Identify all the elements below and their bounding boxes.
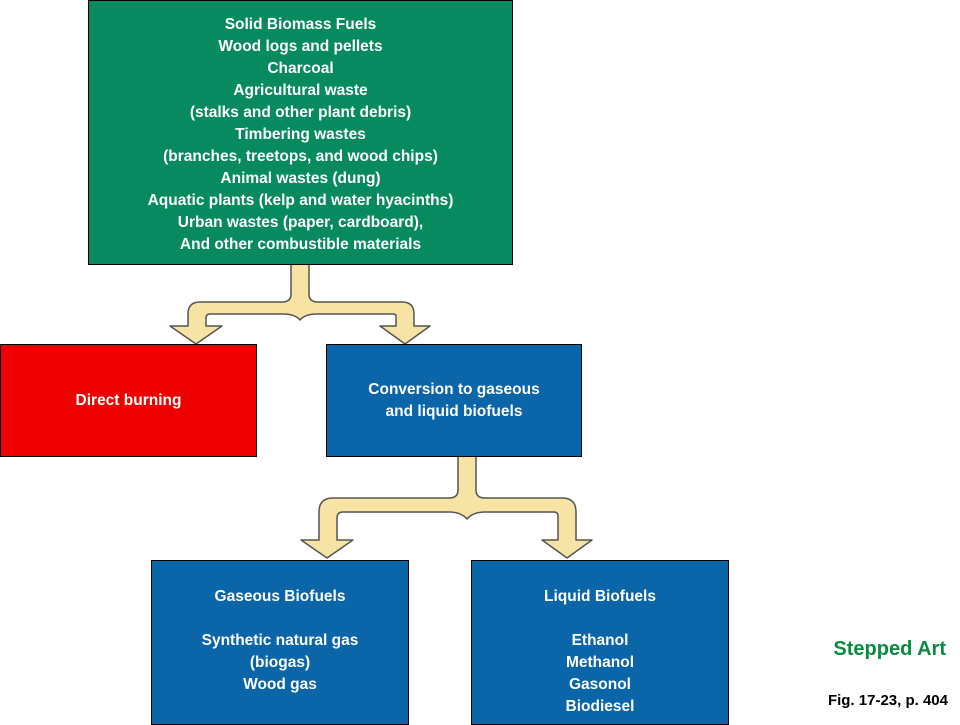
source-line: (stalks and other plant debris) — [189, 103, 412, 121]
solid-biomass-fuels-box: Solid Biomass Fuels Wood logs and pellet… — [88, 0, 513, 265]
gaseous-item: Synthetic natural gas — [201, 632, 359, 649]
conversion-line: and liquid biofuels — [385, 402, 523, 420]
split-arrow-upper — [169, 263, 431, 345]
liquid-item: Ethanol — [571, 632, 629, 649]
source-line: Charcoal — [267, 59, 334, 77]
liquid-title: Liquid Biofuels — [544, 588, 656, 605]
liquid-item: Methanol — [565, 654, 635, 671]
gaseous-title: Gaseous Biofuels — [214, 588, 346, 605]
source-line: Timbering wastes — [235, 125, 366, 143]
source-line: (branches, treetops, and wood chips) — [163, 147, 438, 165]
source-line: Urban wastes (paper, cardboard), — [177, 213, 424, 231]
source-line: Agricultural waste — [233, 81, 368, 99]
direct-burning-box: Direct burning — [0, 344, 257, 457]
stepped-art-label: Stepped Art — [833, 638, 946, 660]
source-line: Wood logs and pellets — [218, 37, 383, 55]
gaseous-item: (biogas) — [249, 654, 311, 671]
source-line: And other combustible materials — [179, 235, 422, 253]
split-arrow-lower — [300, 455, 593, 559]
gaseous-biofuels-box: Gaseous Biofuels Synthetic natural gas (… — [151, 560, 409, 725]
liquid-biofuels-box: Liquid Biofuels Ethanol Methanol Gasonol… — [471, 560, 729, 725]
liquid-item: Biodiesel — [565, 698, 635, 715]
gaseous-item: Wood gas — [243, 676, 317, 693]
source-line: Aquatic plants (kelp and water hyacinths… — [147, 191, 454, 209]
direct-burning-label: Direct burning — [75, 391, 182, 409]
source-title: Solid Biomass Fuels — [224, 15, 377, 33]
source-line: Animal wastes (dung) — [220, 169, 381, 187]
conversion-line: Conversion to gaseous — [368, 380, 540, 398]
figure-reference: Fig. 17-23, p. 404 — [827, 692, 948, 709]
liquid-item: Gasonol — [568, 676, 631, 693]
conversion-box: Conversion to gaseous and liquid biofuel… — [326, 344, 582, 457]
